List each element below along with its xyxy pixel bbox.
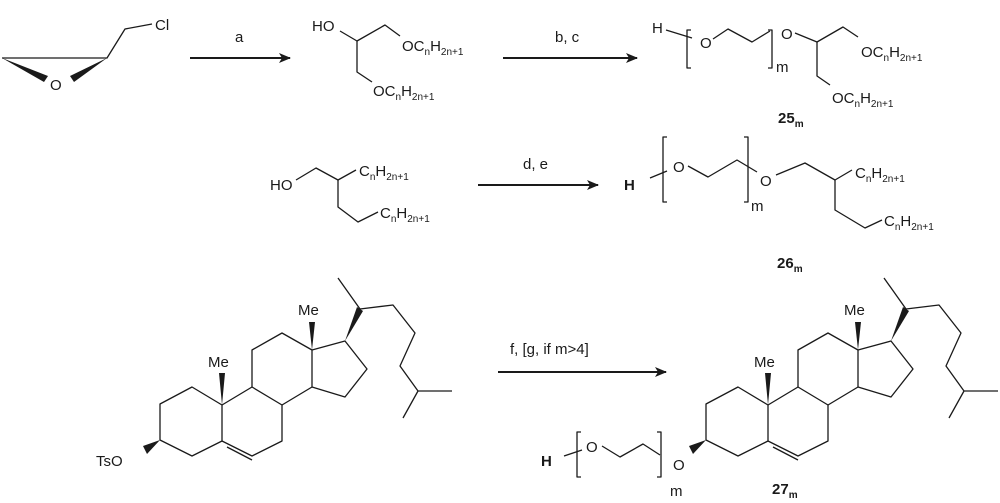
alkoxy-label: OCnH2n+1 xyxy=(402,38,464,58)
oxygen-label: O xyxy=(700,35,712,52)
alkyl-label: CnH2n+1 xyxy=(855,165,905,185)
oxygen-label: O xyxy=(760,173,772,190)
oxygen-label: O xyxy=(781,26,793,43)
compound-25: H O m O OCnH2n+1 OCnH2n+1 25m xyxy=(652,20,923,130)
compound-27: Me Me H O m O 27m xyxy=(541,277,998,501)
methyl-label: Me xyxy=(298,302,319,319)
reagent-label-fg: f, [g, if m>4] xyxy=(510,341,589,358)
oxygen-label: O xyxy=(673,159,685,176)
oxygen-label: O xyxy=(586,439,598,456)
hydrogen-label: H xyxy=(624,177,635,194)
cholesteryl-tosylate: Me Me TsO xyxy=(96,277,452,470)
oxygen-label: O xyxy=(50,77,62,94)
alkyl-label: CnH2n+1 xyxy=(359,163,409,183)
repeat-index-m: m xyxy=(776,59,789,76)
alkoxy-label: OCnH2n+1 xyxy=(832,90,894,110)
epichlorohydrin: O Cl xyxy=(2,17,169,94)
hydroxyl-label: HO xyxy=(312,18,335,35)
reagent-label-a: a xyxy=(235,29,244,46)
alkyl-label: CnH2n+1 xyxy=(380,205,430,225)
compound-number-25: 25m xyxy=(778,110,804,130)
hydrogen-label: H xyxy=(652,20,663,37)
hydrogen-label: H xyxy=(541,453,552,470)
alkyl-label: CnH2n+1 xyxy=(884,213,934,233)
repeat-index-m: m xyxy=(670,483,683,500)
chlorine-label: Cl xyxy=(155,17,169,34)
reagent-label-bc: b, c xyxy=(555,29,580,46)
oxygen-label: O xyxy=(673,457,685,474)
methyl-label: Me xyxy=(208,354,229,371)
branched-alcohol: HO CnH2n+1 CnH2n+1 xyxy=(270,163,430,225)
hydroxyl-label: HO xyxy=(270,177,293,194)
compound-number-26: 26m xyxy=(777,255,803,275)
tosylate-label: TsO xyxy=(96,453,123,470)
alkoxy-label: OCnH2n+1 xyxy=(861,44,923,64)
alkoxy-label: OCnH2n+1 xyxy=(373,83,435,103)
dialkyl-glycerol: HO OCnH2n+1 OCnH2n+1 xyxy=(312,18,464,103)
methyl-label: Me xyxy=(844,302,865,319)
compound-number-27: 27m xyxy=(772,481,798,501)
repeat-index-m: m xyxy=(751,198,764,215)
compound-26: H O m O CnH2n+1 CnH2n+1 26m xyxy=(624,136,934,275)
methyl-label: Me xyxy=(754,354,775,371)
reagent-label-de: d, e xyxy=(523,156,548,173)
